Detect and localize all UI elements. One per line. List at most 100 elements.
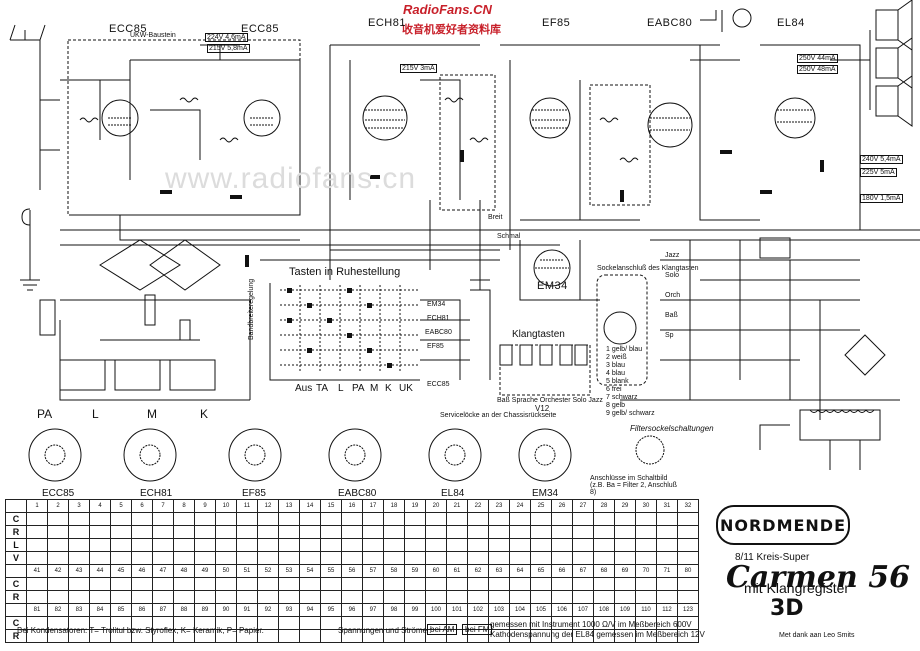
table-cell: 54 (299, 564, 321, 578)
table-cell (677, 629, 699, 643)
table-cell (320, 512, 342, 526)
voltage-label: Spannungen und Ströme : (338, 626, 432, 635)
table-cell (278, 590, 300, 604)
table-cell: 71 (656, 564, 678, 578)
table-row-label (5, 564, 27, 578)
tasten-dots (287, 288, 392, 368)
table-cell (194, 538, 216, 552)
table-cell: 52 (257, 564, 279, 578)
table-cell (26, 577, 48, 591)
ukw-baustein-label: UKW-Baustein (130, 32, 176, 39)
table-cell (110, 590, 132, 604)
table-cell: 45 (110, 564, 132, 578)
table-cell (551, 590, 573, 604)
table-cell (152, 512, 174, 526)
table-cell (614, 590, 636, 604)
table-row: C (5, 616, 699, 630)
table-cell (425, 577, 447, 591)
table-cell (656, 538, 678, 552)
table-cell (551, 538, 573, 552)
table-row: L (5, 538, 699, 552)
table-cell: 46 (131, 564, 153, 578)
table-cell: 1 (26, 499, 48, 513)
table-cell: 109 (614, 603, 636, 617)
table-cell (362, 525, 384, 539)
socket-label-ech81: ECH81 (140, 488, 173, 499)
table-cell: 102 (467, 603, 489, 617)
table-cell (173, 512, 195, 526)
table-cell (488, 538, 510, 552)
table-cell (173, 577, 195, 591)
table-cell (446, 512, 468, 526)
table-cell: 90 (215, 603, 237, 617)
table-cell (215, 512, 237, 526)
klangtasten-socket-title: Sockelanschluß des Klangtasten (597, 265, 699, 272)
table-cell (320, 551, 342, 565)
table-cell: 89 (194, 603, 216, 617)
table-cell (68, 525, 90, 539)
table-cell (110, 525, 132, 539)
table-cell: 104 (509, 603, 531, 617)
table-cell: 56 (341, 564, 363, 578)
klang-color-3: 3 blau (606, 362, 626, 369)
table-cell (572, 512, 594, 526)
table-cell (89, 512, 111, 526)
table-cell (131, 577, 153, 591)
tasten-row-ef85: EF85 (427, 343, 444, 350)
klang-color-9: 9 gelb/ schwarz (606, 410, 655, 417)
table-cell: 57 (362, 564, 384, 578)
table-cell (68, 590, 90, 604)
bridge-rectifier (844, 334, 886, 376)
table-cell (425, 512, 447, 526)
table-cell (47, 525, 69, 539)
table-cell (47, 538, 69, 552)
table-cell: 66 (551, 564, 573, 578)
table-cell (299, 590, 321, 604)
table-cell (572, 551, 594, 565)
table-cell (383, 512, 405, 526)
table-cell: 12 (257, 499, 279, 513)
tube-label-ecc85-2: ECC85 (241, 23, 279, 35)
table-cell (425, 525, 447, 539)
table-cell (362, 538, 384, 552)
table-cell (194, 577, 216, 591)
table-cell (110, 538, 132, 552)
voltage-fm: bei FM (462, 624, 493, 635)
table-cell: 92 (257, 603, 279, 617)
table-cell (383, 590, 405, 604)
subtitle: 8/11 Kreis-Super (735, 552, 810, 563)
table-cell: 69 (614, 564, 636, 578)
table-cell (614, 551, 636, 565)
table-cell (68, 538, 90, 552)
table-cell (257, 525, 279, 539)
klangtasten-caption: Baß Sprache Orchester Solo Jazz (497, 397, 603, 404)
table-cell (467, 551, 489, 565)
table-cell: 51 (236, 564, 258, 578)
table-cell: 107 (572, 603, 594, 617)
table-cell (404, 577, 426, 591)
table-cell (488, 577, 510, 591)
table-cell (257, 590, 279, 604)
table-cell (68, 512, 90, 526)
voltage-box-1: 224V 4,6mA (205, 33, 248, 42)
table-cell (278, 577, 300, 591)
watermark-tagline: 收音机爱好者资料库 (402, 24, 501, 36)
table-cell (446, 577, 468, 591)
tube-eabc80 (647, 102, 693, 148)
table-cell (236, 577, 258, 591)
table-cell (425, 551, 447, 565)
table-cell (131, 551, 153, 565)
watermark-grey: www.radiofans.cn (165, 162, 417, 195)
table-cell: 106 (551, 603, 573, 617)
table-cell (278, 525, 300, 539)
table-cell: 82 (47, 603, 69, 617)
table-cell (551, 551, 573, 565)
table-cell (425, 538, 447, 552)
table-cell: 67 (572, 564, 594, 578)
table-cell (257, 538, 279, 552)
table-cell (215, 538, 237, 552)
switch-label-solo: Solo (665, 272, 680, 279)
tasten-row-em34: EM34 (427, 301, 446, 308)
table-cell (530, 577, 552, 591)
